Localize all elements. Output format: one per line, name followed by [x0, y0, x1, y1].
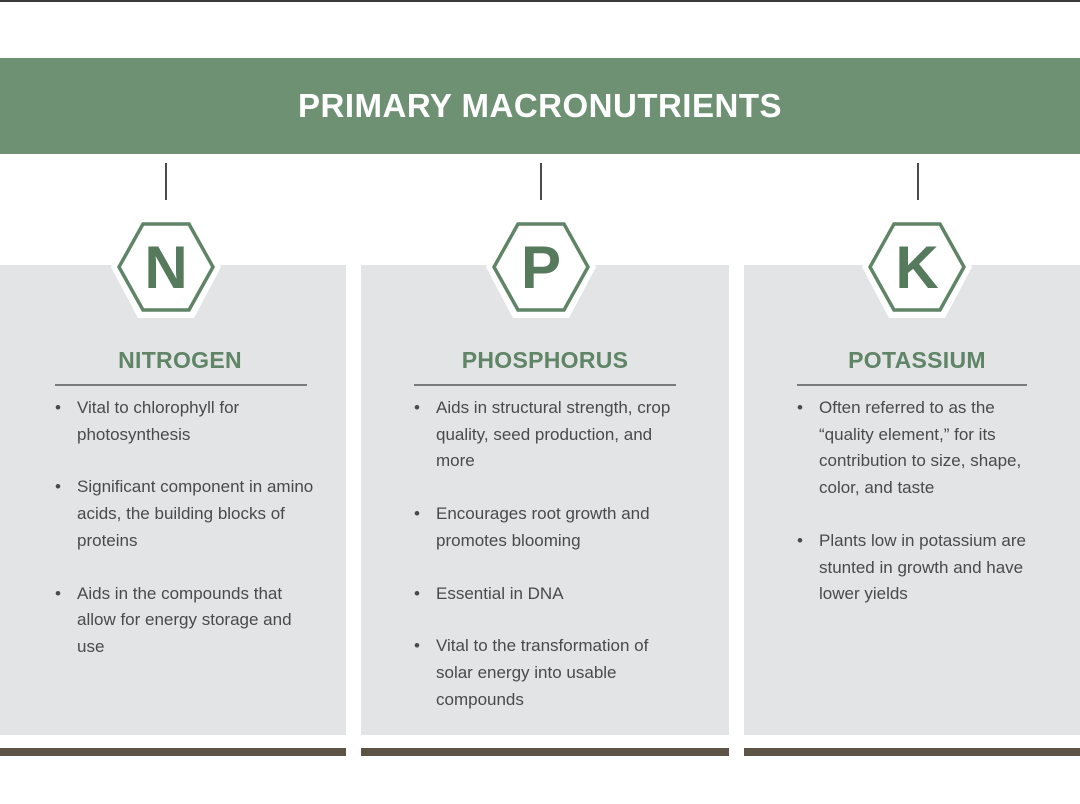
list-item: Essential in DNA [414, 581, 672, 608]
hexagon-icon [862, 216, 972, 318]
list-item: Often referred to as the “quality elemen… [797, 395, 1037, 502]
list-item: Vital to the transformation of solar ene… [414, 633, 672, 713]
top-border-line [0, 0, 1080, 2]
nutrient-name-phosphorus: PHOSPHORUS [461, 347, 629, 373]
bullet-list-nitrogen: Vital to chlorophyll for photosynthesis … [55, 395, 317, 687]
nutrient-symbol: P [520, 233, 562, 301]
nutrient-name-nitrogen: NITROGEN [118, 347, 242, 373]
nutrient-name-potassium: POTASSIUM [848, 347, 986, 373]
connector-line-phosphorus [540, 163, 542, 200]
list-item: Aids in structural strength, crop qualit… [414, 395, 672, 475]
nutrient-symbol: K [895, 233, 939, 301]
hexagon-icon [486, 216, 596, 318]
list-item: Aids in the compounds that allow for ene… [55, 581, 317, 661]
title-underline [55, 384, 307, 386]
hexagon-badge-phosphorus: P [486, 212, 596, 322]
list-item: Plants low in potassium are stunted in g… [797, 528, 1037, 608]
hexagon-icon [111, 216, 221, 318]
connector-line-nitrogen [165, 163, 167, 200]
title-underline [797, 384, 1027, 386]
card-bottom-bar-nitrogen [0, 748, 346, 756]
list-item: Significant component in amino acids, th… [55, 474, 317, 554]
hexagon-badge-nitrogen: N [111, 212, 221, 322]
list-item: Encourages root growth and promotes bloo… [414, 501, 672, 554]
connector-line-potassium [917, 163, 919, 200]
hexagon-badge-potassium: K [862, 212, 972, 322]
card-bottom-bar-potassium [744, 748, 1080, 756]
bullet-list-potassium: Often referred to as the “quality elemen… [797, 395, 1037, 634]
header-banner: PRIMARY MACRONUTRIENTS [0, 58, 1080, 154]
bullet-list-phosphorus: Aids in structural strength, crop qualit… [414, 395, 672, 739]
title-underline [414, 384, 676, 386]
card-bottom-bar-phosphorus [361, 748, 729, 756]
list-item: Vital to chlorophyll for photosynthesis [55, 395, 317, 448]
page-title: PRIMARY MACRONUTRIENTS [297, 87, 782, 124]
nutrient-symbol: N [144, 233, 188, 301]
